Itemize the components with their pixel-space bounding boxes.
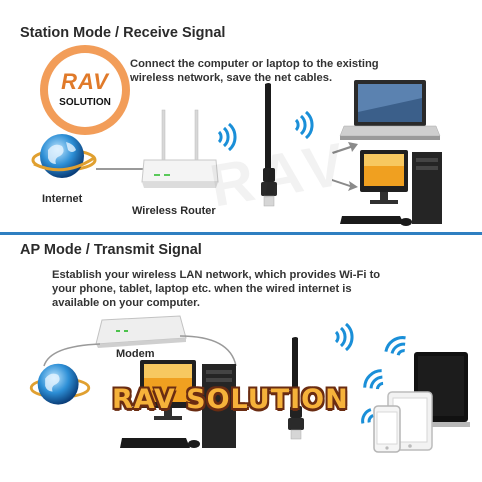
wifi-signal-icon	[334, 322, 354, 352]
brand-banner: RAV SOLUTION	[112, 384, 349, 415]
usb-wifi-adapter-icon	[288, 337, 304, 440]
usb-wifi-adapter-icon	[261, 83, 277, 207]
station-mode-heading: Station Mode / Receive Signal	[20, 25, 226, 41]
wifi-signal-icon	[217, 122, 237, 152]
cable-line	[96, 168, 144, 170]
globe-icon	[29, 363, 91, 405]
wireless-router-label: Wireless Router	[132, 205, 216, 217]
station-mode-description: Connect the computer or laptop to the ex…	[130, 58, 379, 84]
cable-line	[43, 335, 237, 367]
desktop-computer-icon	[340, 150, 442, 226]
ap-mode-description: Establish your wireless LAN network, whi…	[52, 269, 381, 309]
modem-icon	[95, 315, 187, 348]
modem-label: Modem	[116, 348, 155, 360]
laptop-icon	[339, 80, 441, 140]
brand-logo: RAV SOLUTION	[40, 45, 130, 135]
laptop-icon	[410, 352, 470, 427]
globe-icon	[31, 134, 97, 178]
arrow-right-icon	[332, 142, 358, 154]
smartphone-icon	[373, 405, 401, 453]
wifi-signal-icon	[363, 369, 384, 390]
section-divider	[0, 232, 482, 235]
wifi-signal-icon	[361, 408, 374, 424]
wifi-signal-icon	[294, 110, 314, 140]
logo-tagline-text: SOLUTION	[59, 97, 111, 108]
desktop-computer-icon	[120, 360, 236, 448]
wifi-signal-icon	[384, 336, 406, 356]
arrow-right-icon	[332, 179, 358, 191]
ap-mode-heading: AP Mode / Transmit Signal	[20, 242, 202, 258]
logo-brand-text: RAV	[61, 69, 109, 94]
internet-label: Internet	[42, 193, 83, 205]
router-icon	[141, 109, 219, 188]
